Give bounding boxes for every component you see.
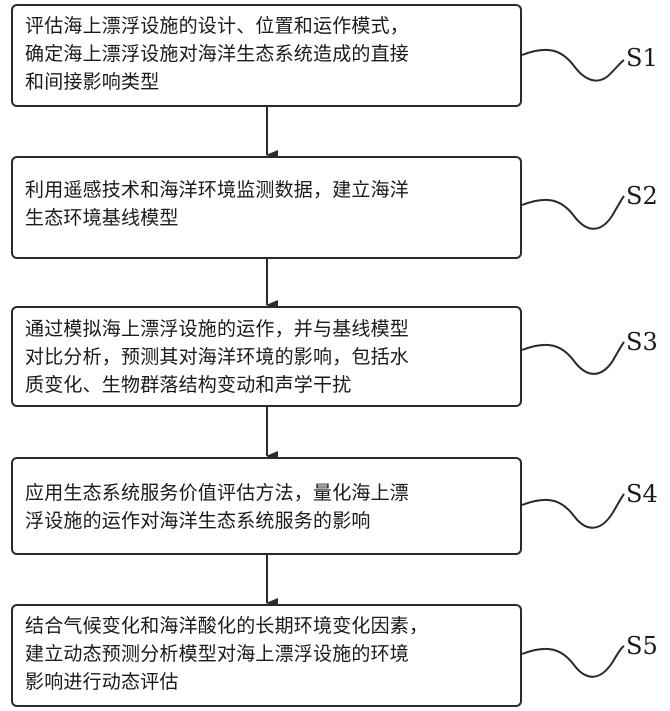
step-label-s2: S2	[626, 182, 658, 210]
step-text-s4: 应用生态系统服务价值评估方法，量化海上漂 浮设施的运作对海洋生态系统服务的影响	[25, 482, 410, 532]
step-text-s5: 结合气候变化和海洋酸化的长期环境变化因素， 建立动态预测分析模型对海上漂浮设施的…	[25, 615, 429, 693]
step-box-s1: 评估海上漂浮设施的设计、位置和运作模式， 确定海上漂浮设施对海洋生态系统造成的直…	[11, 4, 522, 107]
step-text-s3: 通过模拟海上漂浮设施的运作，并与基线模型 对比分析，预测其对海洋环境的影响，包括…	[25, 318, 410, 396]
step-text-s1: 评估海上漂浮设施的设计、位置和运作模式， 确定海上漂浮设施对海洋生态系统造成的直…	[25, 15, 410, 93]
leader-line-s5	[521, 645, 625, 678]
step-label-s1: S1	[626, 44, 658, 72]
step-box-s2: 利用遥感技术和海洋环境监测数据，建立海洋 生态环境基线模型	[11, 156, 522, 259]
step-label-s5: S5	[626, 632, 658, 660]
step-label-s4: S4	[626, 480, 658, 508]
step-box-s3: 通过模拟海上漂浮设施的运作，并与基线模型 对比分析，预测其对海洋环境的影响，包括…	[11, 306, 522, 407]
step-box-s4: 应用生态系统服务价值评估方法，量化海上漂 浮设施的运作对海洋生态系统服务的影响	[11, 457, 522, 555]
leader-line-s2	[521, 195, 625, 230]
step-text-s2: 利用遥感技术和海洋环境监测数据，建立海洋 生态环境基线模型	[25, 179, 410, 229]
leader-line-s4	[521, 493, 625, 529]
step-box-s5: 结合气候变化和海洋酸化的长期环境变化因素， 建立动态预测分析模型对海上漂浮设施的…	[11, 604, 522, 707]
step-label-s3: S3	[626, 328, 658, 356]
leader-line-s1	[521, 48, 625, 82]
leader-line-s3	[521, 341, 625, 375]
